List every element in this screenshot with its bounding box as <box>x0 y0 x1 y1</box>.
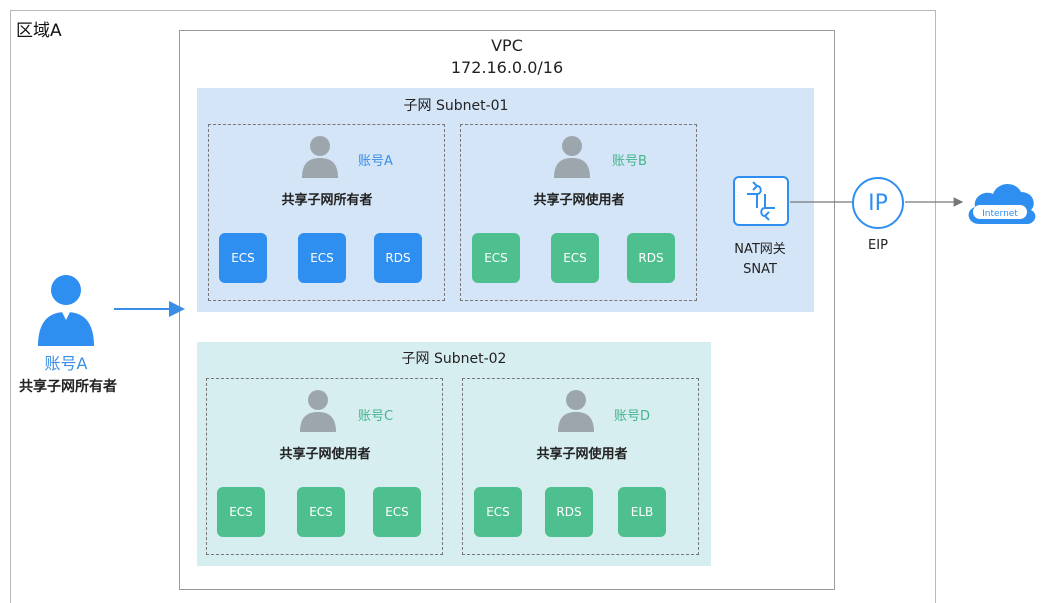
account-a-role: 共享子网所有者 <box>281 193 373 208</box>
resource-ecs: ECS <box>551 233 599 283</box>
resource-ecs: ECS <box>297 487 345 537</box>
account-b-tag: 账号B <box>612 154 647 169</box>
owner-account-label: 账号A <box>44 354 88 373</box>
resource-ecs: ECS <box>373 487 421 537</box>
account-c-tag: 账号C <box>358 409 394 424</box>
account-d-tag: 账号D <box>614 409 651 424</box>
resource-ecs: ECS <box>217 487 265 537</box>
owner-role-label: 共享子网所有者 <box>19 379 117 395</box>
region-frame <box>10 10 936 603</box>
account-d-role: 共享子网使用者 <box>536 447 628 462</box>
account-b-role: 共享子网使用者 <box>533 193 625 208</box>
user-icon <box>300 390 336 432</box>
user-icon <box>302 136 338 178</box>
resource-ecs: ECS <box>219 233 267 283</box>
user-icon <box>558 390 594 432</box>
resource-ecs: ECS <box>472 233 520 283</box>
region-label: 区域A <box>16 21 62 41</box>
account-d-box <box>462 378 699 555</box>
eip-icon-text: IP <box>868 190 888 216</box>
nat-snat-label: SNAT <box>743 262 777 277</box>
resource-ecs: ECS <box>474 487 522 537</box>
eip-icon: IP <box>852 177 904 229</box>
resource-rds: RDS <box>545 487 593 537</box>
account-c-box <box>206 378 443 555</box>
internet-label: Internet <box>982 209 1018 219</box>
internet-cloud: Internet <box>963 174 1039 228</box>
account-b-box <box>460 124 697 301</box>
subnet-02-label: 子网 Subnet-02 <box>401 351 507 367</box>
nat-gateway-icon <box>733 176 789 226</box>
cloud-icon: Internet <box>968 183 1036 224</box>
eip-label: EIP <box>868 238 888 253</box>
account-a-tag: 账号A <box>358 154 393 169</box>
vpc-title: VPC <box>491 36 523 55</box>
resource-rds: RDS <box>374 233 422 283</box>
resource-elb: ELB <box>618 487 666 537</box>
resource-rds: RDS <box>627 233 675 283</box>
owner-person-icon <box>38 275 94 346</box>
account-a-box <box>208 124 445 301</box>
user-icon <box>554 136 590 178</box>
vpc-cidr: 172.16.0.0/16 <box>450 58 564 77</box>
nat-gateway-label: NAT网关 <box>734 242 786 257</box>
subnet-01-label: 子网 Subnet-01 <box>403 98 509 114</box>
resource-ecs: ECS <box>298 233 346 283</box>
account-c-role: 共享子网使用者 <box>279 447 371 462</box>
